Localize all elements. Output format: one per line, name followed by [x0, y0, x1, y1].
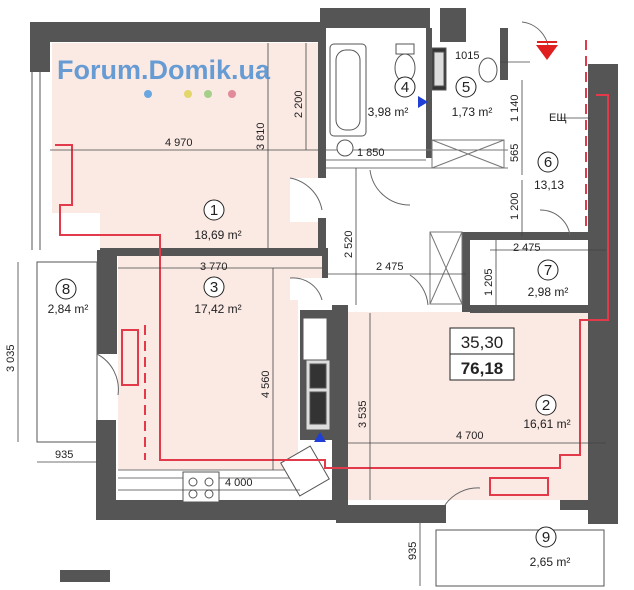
dim-565: 565 — [509, 144, 521, 162]
dim-1015: 1015 — [455, 50, 479, 62]
total-area: 76,18 — [461, 359, 504, 378]
room-2-fill — [348, 312, 606, 500]
watermark-dot-yellow — [184, 90, 192, 98]
fixtures — [182, 43, 498, 503]
dim-935-balcony8: 935 — [55, 449, 73, 461]
room-markers — [55, 76, 559, 548]
room-1-fill — [52, 43, 322, 248]
watermark: Forum.Domik.ua — [57, 55, 271, 98]
kitchen-sink — [280, 445, 330, 497]
room-3-fill — [118, 255, 322, 470]
washbasin — [336, 139, 354, 157]
heating-pipes — [55, 40, 609, 496]
dim-3035: 3 035 — [5, 344, 17, 372]
toilet-5 — [478, 57, 498, 83]
dim-2475-hall: 2 475 — [376, 261, 404, 273]
walls — [30, 8, 618, 582]
room-8-area: 2,84 m² — [48, 302, 89, 316]
room-6-circle — [537, 151, 559, 173]
room-7-area: 2,98 m² — [528, 285, 569, 299]
shaft-label: ЕЩ — [549, 112, 567, 124]
meter-arrow-icon-2 — [314, 432, 326, 442]
balcony-9 — [435, 529, 605, 587]
room-6-area: 13,13 — [534, 178, 564, 192]
room-1-circle — [203, 199, 225, 221]
room-areas: 18,69 m² 16,61 m² 17,42 m² 3,98 m² 1,73 … — [48, 105, 571, 569]
totals-box: 35,30 76,18 — [449, 327, 515, 381]
room-9-circle — [535, 526, 557, 548]
room-8-circle — [55, 278, 77, 300]
dimension-texts: 4 970 3 810 2 200 1 850 1015 1 140 565 1… — [5, 50, 541, 560]
arrows — [314, 41, 590, 442]
dim-1850: 1 850 — [357, 147, 385, 159]
room-4-circle — [394, 76, 416, 98]
room-8-number: 8 — [62, 281, 70, 298]
dim-3535: 3 535 — [357, 400, 369, 428]
dim-3770: 3 770 — [200, 261, 228, 273]
room-7-number: 7 — [544, 262, 552, 279]
living-area-total: 35,30 — [461, 333, 504, 352]
room-4-area: 3,98 m² — [368, 105, 409, 119]
thin-lines — [118, 139, 508, 479]
room-7-circle — [537, 259, 559, 281]
dim-1200: 1 200 — [509, 192, 521, 220]
dim-4000: 4 000 — [225, 477, 253, 489]
dim-1140: 1 140 — [509, 94, 521, 122]
room-3-circle — [203, 276, 225, 298]
entrance-arrow-icon — [536, 45, 558, 60]
room-9-area: 2,65 m² — [530, 555, 571, 569]
room-5-area: 1,73 m² — [452, 105, 493, 119]
bathtub — [329, 43, 367, 137]
room-3-number: 3 — [210, 279, 218, 296]
room-numbers: 1 2 3 4 5 6 7 8 9 — [62, 79, 552, 546]
dim-2475-room7: 2 475 — [513, 242, 541, 254]
room-4-number: 4 — [401, 79, 409, 96]
meter-arrow-icon-1 — [418, 96, 428, 108]
room-1-number: 1 — [210, 202, 218, 219]
dim-4700: 4 700 — [456, 430, 484, 442]
doors — [96, 21, 571, 506]
room-2-area: 16,61 m² — [523, 417, 570, 431]
dim-1205: 1 205 — [483, 268, 495, 296]
watermark-text: Forum.Domik.ua — [57, 55, 271, 85]
dim-3810: 3 810 — [255, 122, 267, 150]
room-9-number: 9 — [542, 529, 550, 546]
room-2-circle — [535, 394, 557, 416]
room-2-number: 2 — [542, 397, 550, 414]
watermark-dot-blue — [144, 90, 152, 98]
room-5-circle — [455, 76, 477, 98]
room-6-number: 6 — [544, 154, 552, 171]
dim-4560: 4 560 — [260, 370, 272, 398]
room-3-area: 17,42 m² — [194, 302, 241, 316]
dim-2520: 2 520 — [343, 230, 355, 258]
dim-4970: 4 970 — [165, 137, 193, 149]
watermark-dot-pink — [228, 90, 236, 98]
watermark-dot-green — [204, 90, 212, 98]
dim-2200: 2 200 — [293, 90, 305, 118]
room-fills — [52, 43, 606, 500]
dim-935-balcony9: 935 — [407, 542, 419, 560]
room-5-number: 5 — [462, 79, 470, 96]
stove — [182, 471, 220, 503]
dimension-lines — [17, 43, 606, 586]
room-1-area: 18,69 m² — [194, 228, 241, 242]
